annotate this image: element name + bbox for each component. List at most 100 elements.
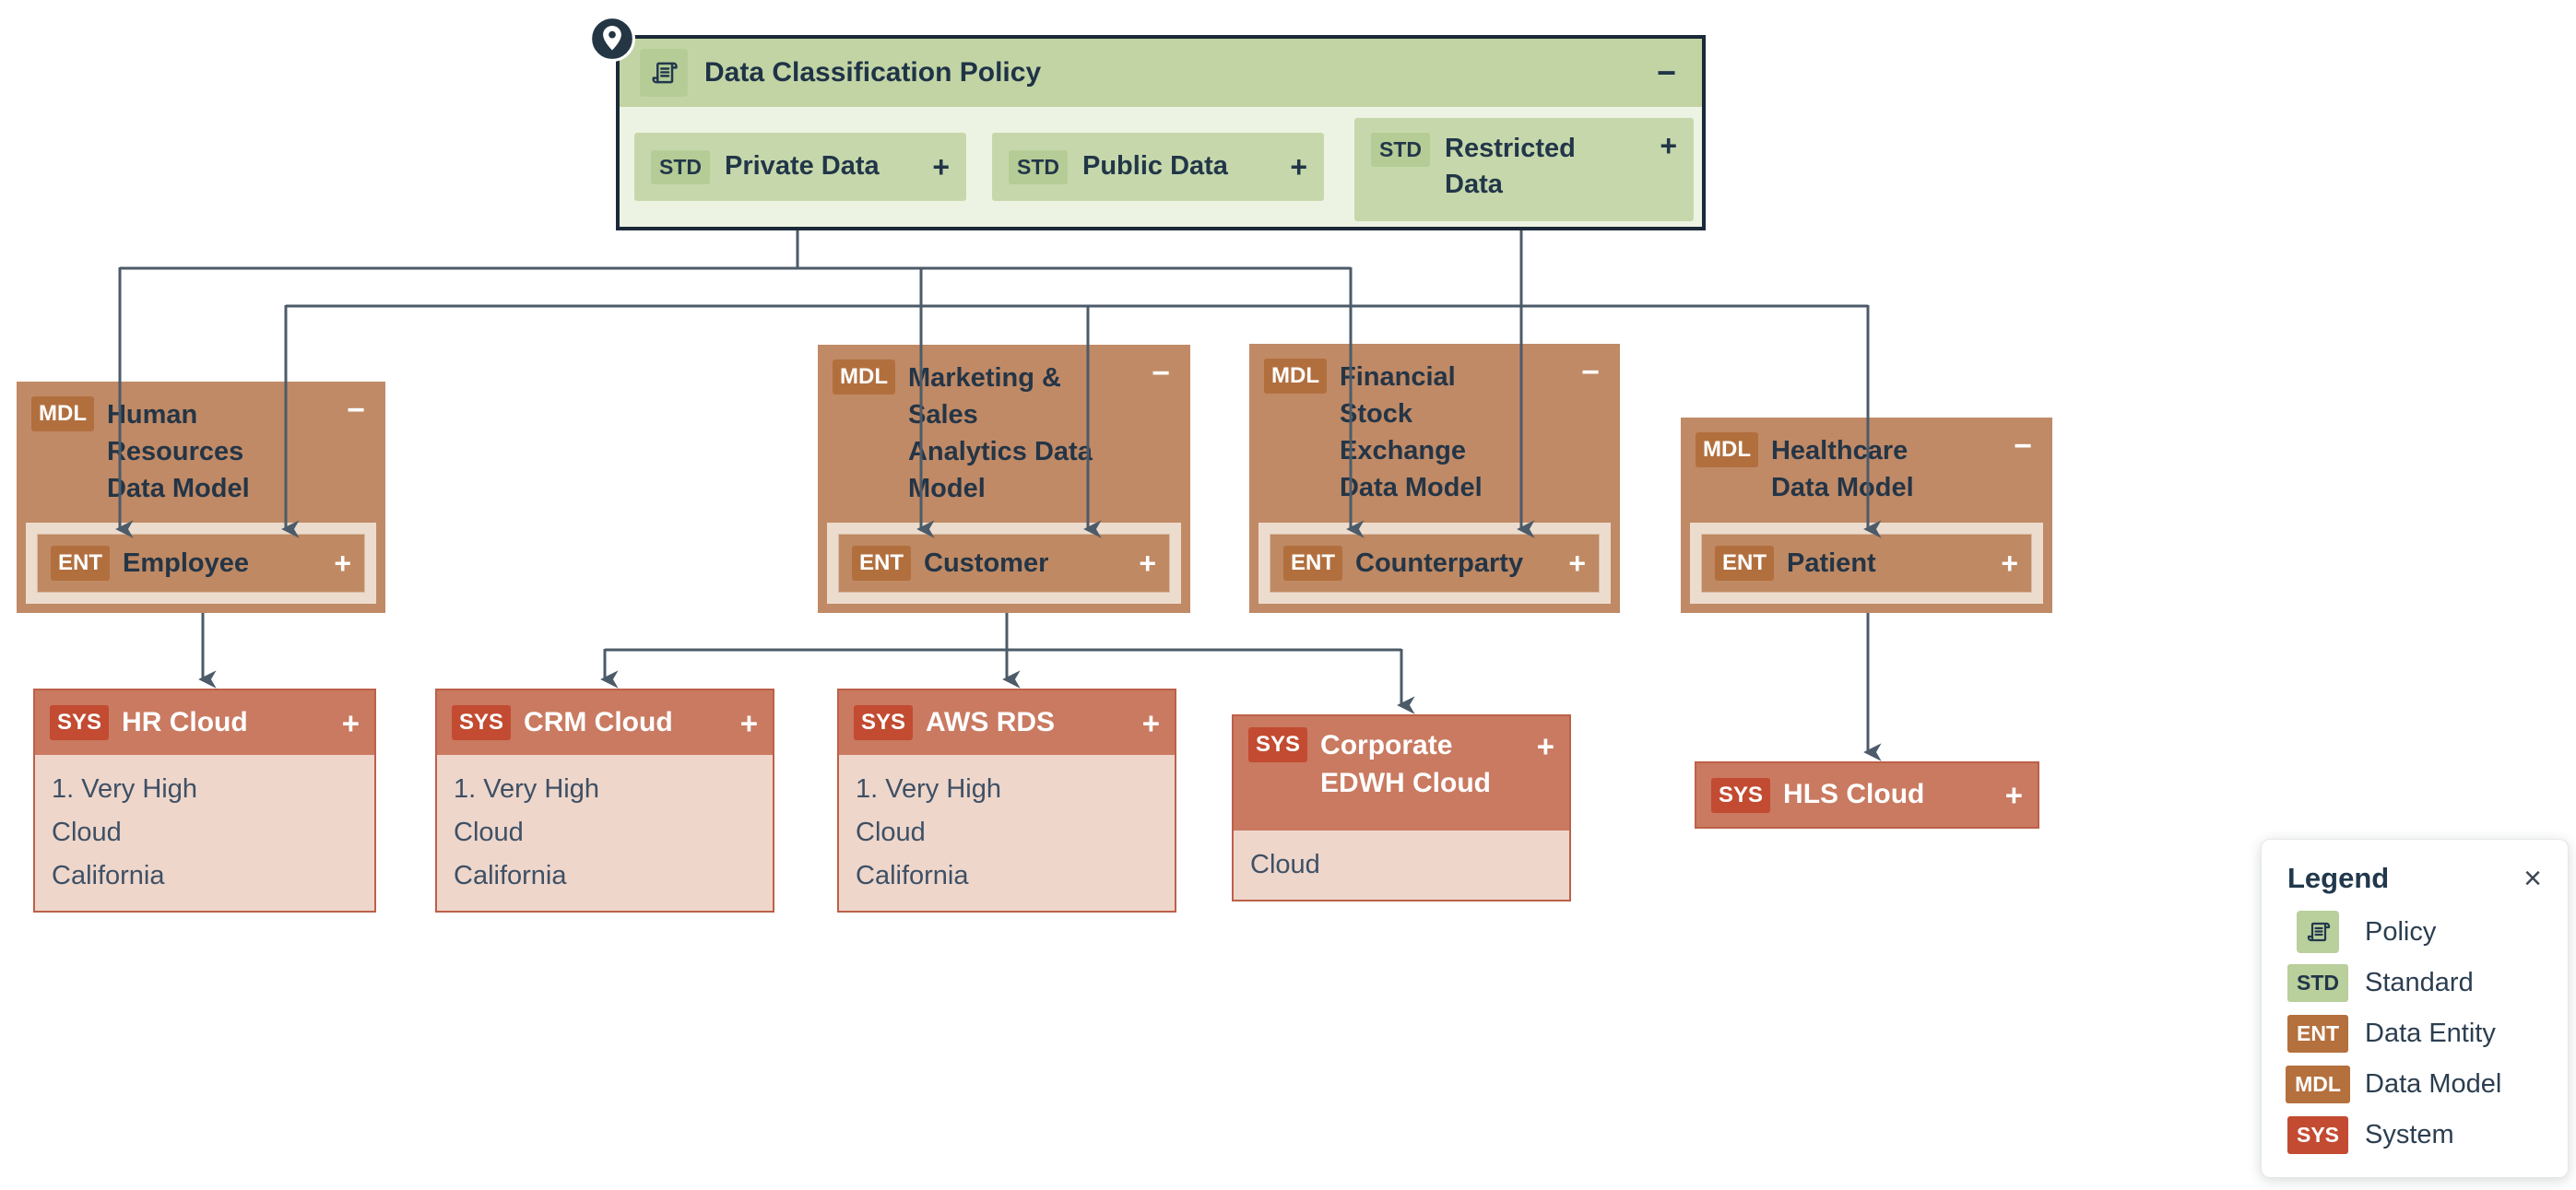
entity-expand-button[interactable]: +	[1139, 547, 1156, 580]
policy-scroll-icon	[640, 49, 688, 97]
system-expand-button[interactable]: +	[2004, 778, 2023, 812]
attribute-value: California	[52, 860, 165, 890]
standard-public-data[interactable]: STD Public Data +	[992, 133, 1324, 201]
standard-expand-button[interactable]: +	[932, 150, 950, 183]
legend-item-system: SYS System	[2286, 1114, 2542, 1155]
sys-badge: SYS	[1248, 727, 1308, 762]
model-collapse-button[interactable]: −	[347, 393, 365, 428]
entity-patient[interactable]: ENT Patient +	[1701, 534, 2032, 593]
model-header: MDL Financial Stock Exchange Data Model …	[1249, 344, 1620, 523]
model-node-financial-stock-exchange[interactable]: MDL Financial Stock Exchange Data Model …	[1249, 344, 1620, 613]
mdl-badge: MDL	[1696, 432, 1758, 467]
entity-customer[interactable]: ENT Customer +	[838, 534, 1170, 593]
system-node-corporate-edwh-cloud[interactable]: SYS Corporate EDWH Cloud + Cloud	[1232, 714, 1571, 901]
ent-badge: ENT	[2287, 1014, 2348, 1053]
model-title: Financial Stock Exchange Data Model	[1339, 362, 1483, 503]
location-pin-icon[interactable]	[588, 15, 636, 63]
system-header: SYS CRM Cloud +	[437, 690, 773, 755]
system-header: SYS HLS Cloud +	[1696, 763, 2038, 827]
entity-strip: ENT Patient +	[1690, 523, 2043, 604]
mdl-badge: MDL	[833, 359, 895, 395]
entity-expand-button[interactable]: +	[2001, 547, 2018, 580]
legend-label: Data Entity	[2365, 1018, 2496, 1048]
system-node-hls-cloud[interactable]: SYS HLS Cloud +	[1695, 761, 2039, 829]
standard-label: Public Data	[1082, 151, 1228, 182]
entity-employee[interactable]: ENT Employee +	[37, 534, 365, 593]
legend-close-icon[interactable]: ×	[2523, 861, 2542, 896]
standard-label: Restricted Data	[1445, 134, 1576, 200]
model-node-marketing-sales-analytics[interactable]: MDL Marketing & Sales Analytics Data Mod…	[818, 345, 1190, 613]
legend-item-standard: STD Standard	[2287, 962, 2542, 1003]
system-node-aws-rds[interactable]: SYS AWS RDS + 1. Very High Cloud Califor…	[837, 689, 1176, 913]
legend-panel: Legend × Policy STD	[2261, 839, 2569, 1178]
attribute-value: Cloud	[52, 817, 122, 847]
std-badge: STD	[1371, 133, 1430, 167]
policy-collapse-button[interactable]: −	[1656, 53, 1676, 91]
entity-expand-button[interactable]: +	[1568, 547, 1586, 580]
attribute-value: 1. Very High	[454, 774, 599, 804]
ent-badge: ENT	[51, 546, 110, 581]
legend-item-data-model: MDL Data Model	[2286, 1064, 2542, 1104]
standard-expand-button[interactable]: +	[1290, 150, 1307, 183]
model-header: MDL Healthcare Data Model −	[1681, 418, 2052, 523]
policy-title: Data Classification Policy	[704, 57, 1042, 88]
system-expand-button[interactable]: +	[341, 705, 360, 740]
system-expand-button[interactable]: +	[739, 705, 758, 740]
attribute-value: Cloud	[1250, 850, 1320, 879]
attribute-value: Cloud	[856, 817, 926, 847]
ent-badge: ENT	[1283, 546, 1342, 581]
std-badge: STD	[2287, 963, 2348, 1002]
standard-expand-button[interactable]: +	[1660, 129, 1677, 162]
model-title: Human Resources Data Model	[106, 400, 250, 504]
system-expand-button[interactable]: +	[1141, 705, 1160, 740]
model-node-healthcare[interactable]: MDL Healthcare Data Model − ENT Patient …	[1681, 418, 2052, 613]
model-header: MDL Marketing & Sales Analytics Data Mod…	[818, 345, 1190, 523]
legend-item-data-entity: ENT Data Entity	[2287, 1013, 2542, 1054]
entity-strip: ENT Counterparty +	[1258, 523, 1611, 604]
entity-expand-button[interactable]: +	[334, 547, 351, 580]
system-attributes: Cloud	[1234, 831, 1569, 900]
attribute-value: California	[856, 860, 969, 890]
standard-label: Private Data	[725, 151, 880, 182]
policy-node-data-classification[interactable]: Data Classification Policy − STD Private…	[616, 35, 1706, 230]
mdl-badge: MDL	[2286, 1065, 2350, 1103]
entity-label: Employee	[123, 548, 249, 578]
standard-restricted-data[interactable]: STD Restricted Data +	[1354, 118, 1694, 221]
entity-label: Patient	[1787, 548, 1876, 578]
system-expand-button[interactable]: +	[1536, 729, 1554, 763]
attribute-value: Cloud	[454, 817, 524, 847]
sys-badge: SYS	[452, 705, 512, 740]
model-title: Healthcare Data Model	[1770, 436, 1914, 503]
attribute-value: California	[454, 860, 567, 890]
standard-private-data[interactable]: STD Private Data +	[634, 133, 966, 201]
model-collapse-button[interactable]: −	[1152, 356, 1170, 391]
system-header: SYS HR Cloud +	[35, 690, 374, 755]
system-header: SYS AWS RDS +	[839, 690, 1175, 755]
mdl-badge: MDL	[31, 396, 94, 431]
legend-label: Standard	[2365, 967, 2474, 997]
std-badge: STD	[1009, 149, 1068, 184]
system-attributes: 1. Very High Cloud California	[437, 755, 773, 911]
model-collapse-button[interactable]: −	[2014, 429, 2032, 464]
ent-badge: ENT	[852, 546, 911, 581]
legend-title: Legend	[2287, 862, 2390, 894]
model-node-human-resources[interactable]: MDL Human Resources Data Model − ENT Emp…	[17, 382, 385, 613]
system-title: CRM Cloud	[524, 706, 673, 737]
model-header: MDL Human Resources Data Model −	[17, 382, 385, 523]
std-badge: STD	[651, 149, 710, 184]
model-collapse-button[interactable]: −	[1581, 355, 1600, 390]
entity-label: Counterparty	[1355, 548, 1524, 578]
model-title: Marketing & Sales Analytics Data Model	[907, 363, 1093, 504]
entity-counterparty[interactable]: ENT Counterparty +	[1270, 534, 1600, 593]
system-title: HR Cloud	[122, 706, 248, 737]
entity-strip: ENT Customer +	[827, 523, 1181, 604]
legend-label: System	[2365, 1119, 2454, 1149]
sys-badge: SYS	[2286, 1115, 2349, 1154]
system-title: HLS Cloud	[1783, 779, 1925, 810]
sys-badge: SYS	[50, 705, 110, 740]
sys-badge: SYS	[854, 705, 914, 740]
system-node-crm-cloud[interactable]: SYS CRM Cloud + 1. Very High Cloud Calif…	[435, 689, 774, 913]
system-title: AWS RDS	[926, 706, 1056, 737]
system-node-hr-cloud[interactable]: SYS HR Cloud + 1. Very High Cloud Califo…	[33, 689, 376, 913]
